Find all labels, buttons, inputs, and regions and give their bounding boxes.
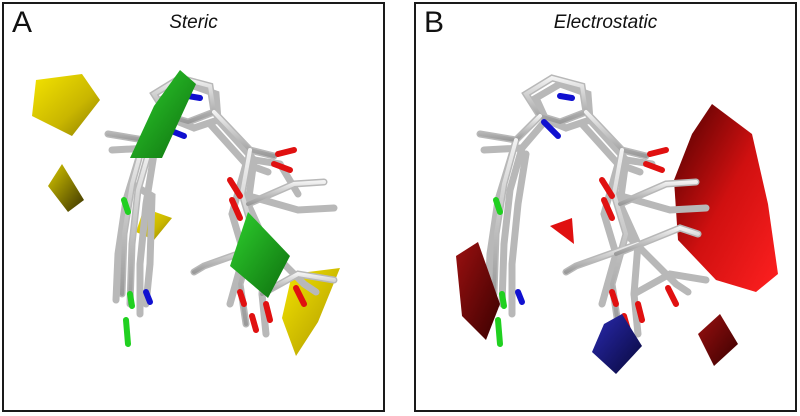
steric-favorable-contour <box>130 70 196 158</box>
electrostatic-panel: B Electrostatic <box>414 2 797 412</box>
steric-unfavorable-contour <box>32 74 100 136</box>
ligand-ensemble <box>476 74 710 347</box>
electronegative-contour <box>550 218 574 244</box>
steric-favorable-contour <box>230 212 290 298</box>
electronegative-contour <box>674 104 778 292</box>
panel-a-letter: A <box>12 6 33 39</box>
panel-b-letter: B <box>424 6 445 39</box>
electronegative-contour <box>698 314 738 366</box>
panel-a-title: Steric <box>169 12 218 33</box>
steric-panel: A Steric <box>2 2 385 412</box>
steric-unfavorable-contour <box>48 164 84 212</box>
panel-b-title: Electrostatic <box>553 12 658 33</box>
electrostatic-contour-map <box>456 74 778 374</box>
electropositive-contour <box>592 314 642 374</box>
electronegative-contour <box>456 242 500 340</box>
steric-contour-map <box>32 70 340 356</box>
